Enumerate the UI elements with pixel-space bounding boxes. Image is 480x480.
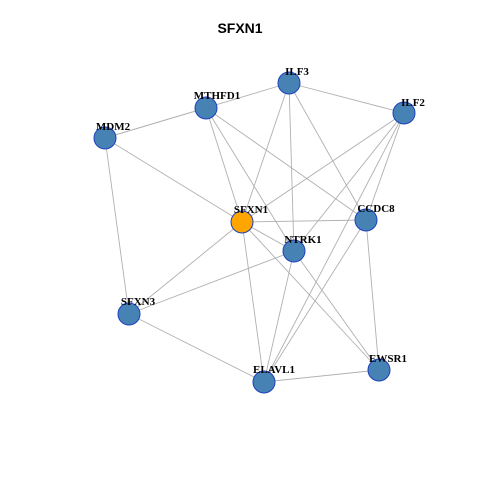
edge-ntrk1-ewsr1 xyxy=(293,250,380,371)
node-ilf2[interactable] xyxy=(392,101,416,125)
edge-ilf2-sfxn1 xyxy=(241,112,405,223)
node-label-ilf3: ILF3 xyxy=(285,66,309,78)
edge-sfxn1-sfxn3 xyxy=(128,221,243,315)
node-label-mthfd1: MTHFD1 xyxy=(194,90,240,102)
node-elavl1[interactable] xyxy=(252,370,276,394)
node-label-mdm2: MDM2 xyxy=(96,121,131,133)
graph-title: SFXN1 xyxy=(217,20,263,36)
node-ntrk1[interactable] xyxy=(282,239,306,263)
node-label-sfxn1: SFXN1 xyxy=(234,204,268,216)
edge-ilf2-ccdc8 xyxy=(365,112,405,221)
node-ccdc8[interactable] xyxy=(354,208,378,232)
edge-ilf2-ntrk1 xyxy=(293,112,405,252)
edge-sfxn1-ewsr1 xyxy=(241,221,380,371)
edge-sfxn3-elavl1 xyxy=(128,313,265,383)
edge-ilf3-sfxn1 xyxy=(241,82,290,223)
edge-elavl1-ewsr1 xyxy=(263,369,380,383)
edges-layer xyxy=(104,82,405,383)
node-label-ilf2: ILF2 xyxy=(401,97,425,109)
edge-sfxn1-elavl1 xyxy=(241,221,265,383)
node-sfxn3[interactable] xyxy=(117,302,141,326)
nodes-layer xyxy=(93,71,416,394)
edge-ilf2-elavl1 xyxy=(263,112,405,383)
edge-mthfd1-ntrk1 xyxy=(205,107,295,252)
node-label-ewsr1: EWSR1 xyxy=(369,353,407,365)
edge-ilf3-ntrk1 xyxy=(288,82,295,252)
node-label-ntrk1: NTRK1 xyxy=(284,234,321,246)
edge-ccdc8-elavl1 xyxy=(263,219,367,383)
node-sfxn1[interactable] xyxy=(230,210,254,234)
node-label-sfxn3: SFXN3 xyxy=(121,296,156,308)
node-ilf3[interactable] xyxy=(277,71,301,95)
node-mthfd1[interactable] xyxy=(194,96,218,120)
node-mdm2[interactable] xyxy=(93,126,117,150)
edge-ntrk1-elavl1 xyxy=(263,250,295,383)
edge-ilf3-ilf2 xyxy=(288,82,405,114)
edge-sfxn1-ccdc8 xyxy=(241,219,367,223)
node-ewsr1[interactable] xyxy=(367,358,391,382)
edge-mthfd1-sfxn1 xyxy=(205,107,243,223)
edge-mthfd1-ccdc8 xyxy=(205,107,367,221)
edge-ccdc8-ewsr1 xyxy=(365,219,380,371)
node-label-ccdc8: CCDC8 xyxy=(357,203,395,215)
node-label-elavl1: ELAVL1 xyxy=(253,364,295,376)
edge-mdm2-sfxn3 xyxy=(104,137,130,315)
edge-mdm2-sfxn1 xyxy=(104,137,243,223)
edge-ntrk1-sfxn3 xyxy=(128,250,295,315)
edge-ilf3-ccdc8 xyxy=(288,82,367,221)
